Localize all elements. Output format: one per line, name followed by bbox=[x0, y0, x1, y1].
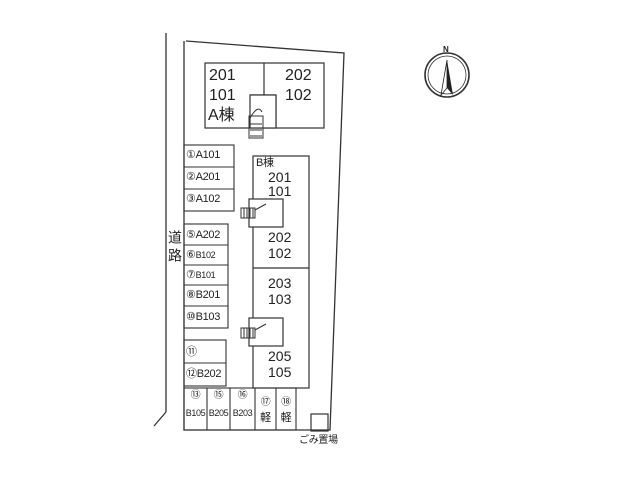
north-compass-icon bbox=[424, 52, 470, 98]
parking-space-unit: 軽 bbox=[260, 412, 271, 424]
parking-space-label: ⑫B202 bbox=[186, 368, 222, 380]
building-a-unit-right-upper: 202 bbox=[285, 67, 312, 84]
building-a-label: A棟 bbox=[208, 107, 235, 124]
staircase-icon bbox=[248, 108, 264, 139]
parking-space-unit: B203 bbox=[232, 408, 253, 418]
parking-space-number: ⑯ bbox=[237, 390, 248, 401]
parking-space-number: ⑬ bbox=[190, 390, 201, 401]
road-edge-tail bbox=[153, 411, 167, 427]
building-a-unit-left-upper: 201 bbox=[209, 67, 236, 84]
parking-space-label: ①A101 bbox=[186, 149, 221, 161]
building-b-unit-lower: 101 bbox=[268, 183, 292, 199]
parking-space-unit: 軽 bbox=[280, 412, 292, 424]
parking-space-label: ③A102 bbox=[186, 193, 221, 205]
north-label: N bbox=[443, 45, 449, 54]
building-b-unit-lower: 105 bbox=[268, 364, 292, 380]
parking-space-number: ⑱ bbox=[281, 397, 291, 408]
building-b-unit-upper: 205 bbox=[268, 348, 292, 364]
garbage-label: ごみ置場 bbox=[299, 435, 338, 446]
staircase-icon bbox=[240, 323, 267, 339]
parking-column-west bbox=[183, 144, 235, 387]
parking-space-label: ⑥B102 bbox=[186, 249, 216, 261]
building-b-unit-lower: 102 bbox=[268, 245, 292, 261]
parking-space-label: ②A201 bbox=[186, 171, 221, 183]
garbage-area bbox=[310, 413, 329, 432]
building-b bbox=[240, 155, 310, 389]
parking-space-label: ⑤A202 bbox=[186, 229, 221, 241]
building-a-unit-right-lower: 102 bbox=[285, 87, 312, 104]
parking-space-unit: B205 bbox=[208, 408, 229, 418]
parking-space-number: ⑮ bbox=[213, 390, 224, 401]
staircase-icon bbox=[240, 203, 267, 219]
parking-space-label: ⑪ bbox=[186, 346, 197, 358]
parking-space-label: ⑦B101 bbox=[186, 269, 216, 281]
building-b-unit-upper: 203 bbox=[268, 275, 292, 291]
building-a-unit-left-lower: 101 bbox=[209, 87, 236, 104]
road-label: 道路 bbox=[167, 230, 183, 266]
building-a bbox=[204, 62, 325, 139]
building-b-unit-upper: 202 bbox=[268, 229, 292, 245]
building-b-unit-lower: 103 bbox=[268, 291, 292, 307]
parking-space-label: ⑧B201 bbox=[186, 289, 221, 301]
building-b-unit-upper: 201 bbox=[268, 169, 292, 185]
parking-row-south bbox=[183, 387, 297, 431]
parking-space-unit: B105 bbox=[185, 408, 206, 418]
parking-space-number: ⑰ bbox=[260, 397, 271, 408]
parking-space-label: ⑩B103 bbox=[186, 311, 221, 323]
building-b-label: B棟 bbox=[256, 157, 274, 169]
